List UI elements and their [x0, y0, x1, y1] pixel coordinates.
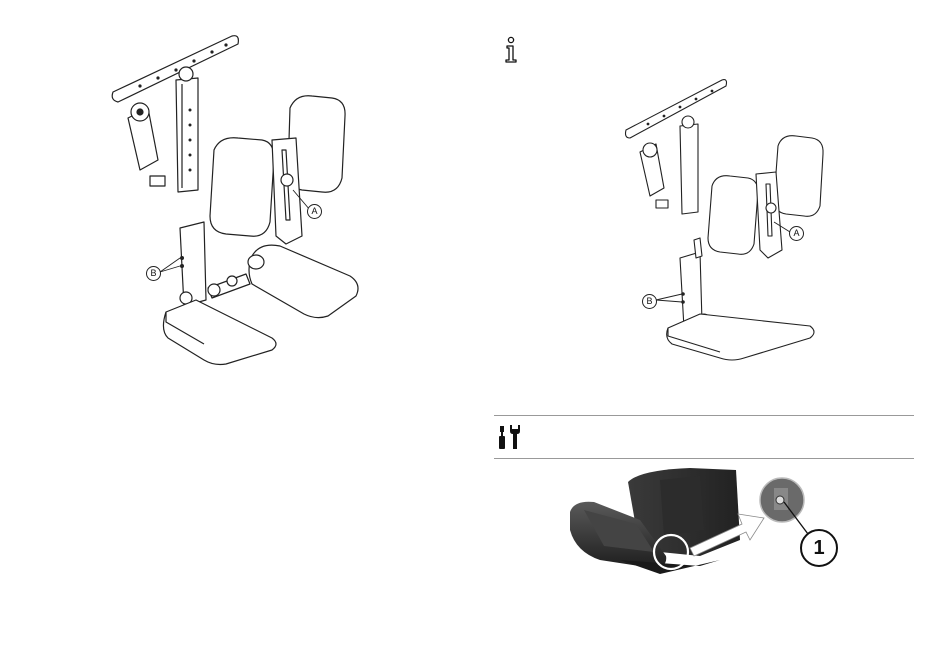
callout-a-left: A	[307, 204, 322, 219]
callout-number-1: 1	[800, 529, 838, 567]
callout-a-right: A	[789, 226, 804, 241]
callout-b-left: B	[146, 266, 161, 281]
tools-icon	[497, 423, 523, 451]
legrest-illustration-right	[618, 70, 833, 370]
information-icon	[503, 36, 519, 64]
section-rule-top	[494, 415, 914, 416]
section-rule-bottom	[494, 458, 914, 459]
legrest-illustration-left	[100, 20, 380, 380]
callout-b-right: B	[642, 294, 657, 309]
